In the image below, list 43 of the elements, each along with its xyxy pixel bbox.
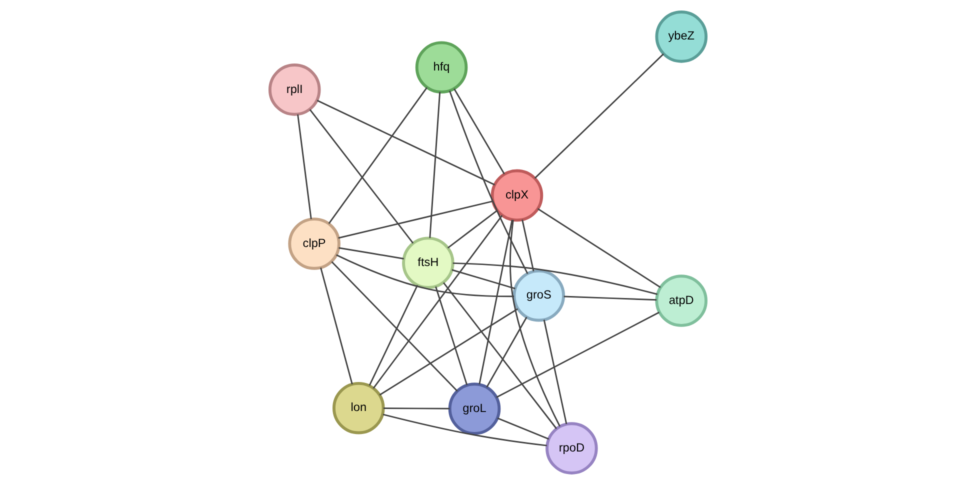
connector: [338, 247, 404, 260]
connector: [534, 53, 664, 179]
connector: [496, 312, 660, 398]
connector: [316, 100, 496, 186]
connector: [309, 109, 414, 244]
node-circle: ftsH: [402, 236, 454, 289]
connector: [452, 269, 516, 290]
node-circle: groS: [512, 269, 566, 322]
connector: [328, 87, 428, 224]
connector: [442, 282, 558, 430]
connector: [447, 210, 498, 248]
node-circle: clpP: [288, 218, 340, 270]
connector: [522, 220, 534, 272]
connector: [452, 262, 658, 295]
connector: [331, 261, 458, 392]
connector: [384, 408, 450, 410]
node-circle: lon: [332, 382, 385, 434]
connector: [564, 296, 657, 301]
connector: [454, 88, 505, 174]
connector: [382, 414, 547, 446]
connector: [497, 417, 550, 440]
connector: [372, 215, 503, 389]
connector: [510, 220, 561, 427]
connector: [448, 90, 528, 274]
connector: [379, 308, 518, 396]
node-circle: clpX: [490, 169, 544, 222]
connector: [338, 200, 494, 239]
connector: [486, 316, 528, 388]
connector: [320, 267, 353, 384]
node-circle: rpoD: [546, 422, 598, 474]
connector: [297, 114, 312, 220]
connector: [435, 286, 468, 386]
node-circle: ybeZ: [655, 10, 708, 63]
node-circle: groL: [448, 382, 501, 435]
connector: [336, 254, 514, 298]
connector: [429, 92, 441, 238]
connector: [368, 284, 418, 386]
node-circle: rplI: [268, 64, 321, 116]
connector: [537, 208, 661, 288]
connector: [543, 320, 568, 424]
connector: [478, 220, 513, 384]
node-circle: hfq: [415, 41, 468, 94]
node-circle: atpD: [655, 274, 708, 327]
